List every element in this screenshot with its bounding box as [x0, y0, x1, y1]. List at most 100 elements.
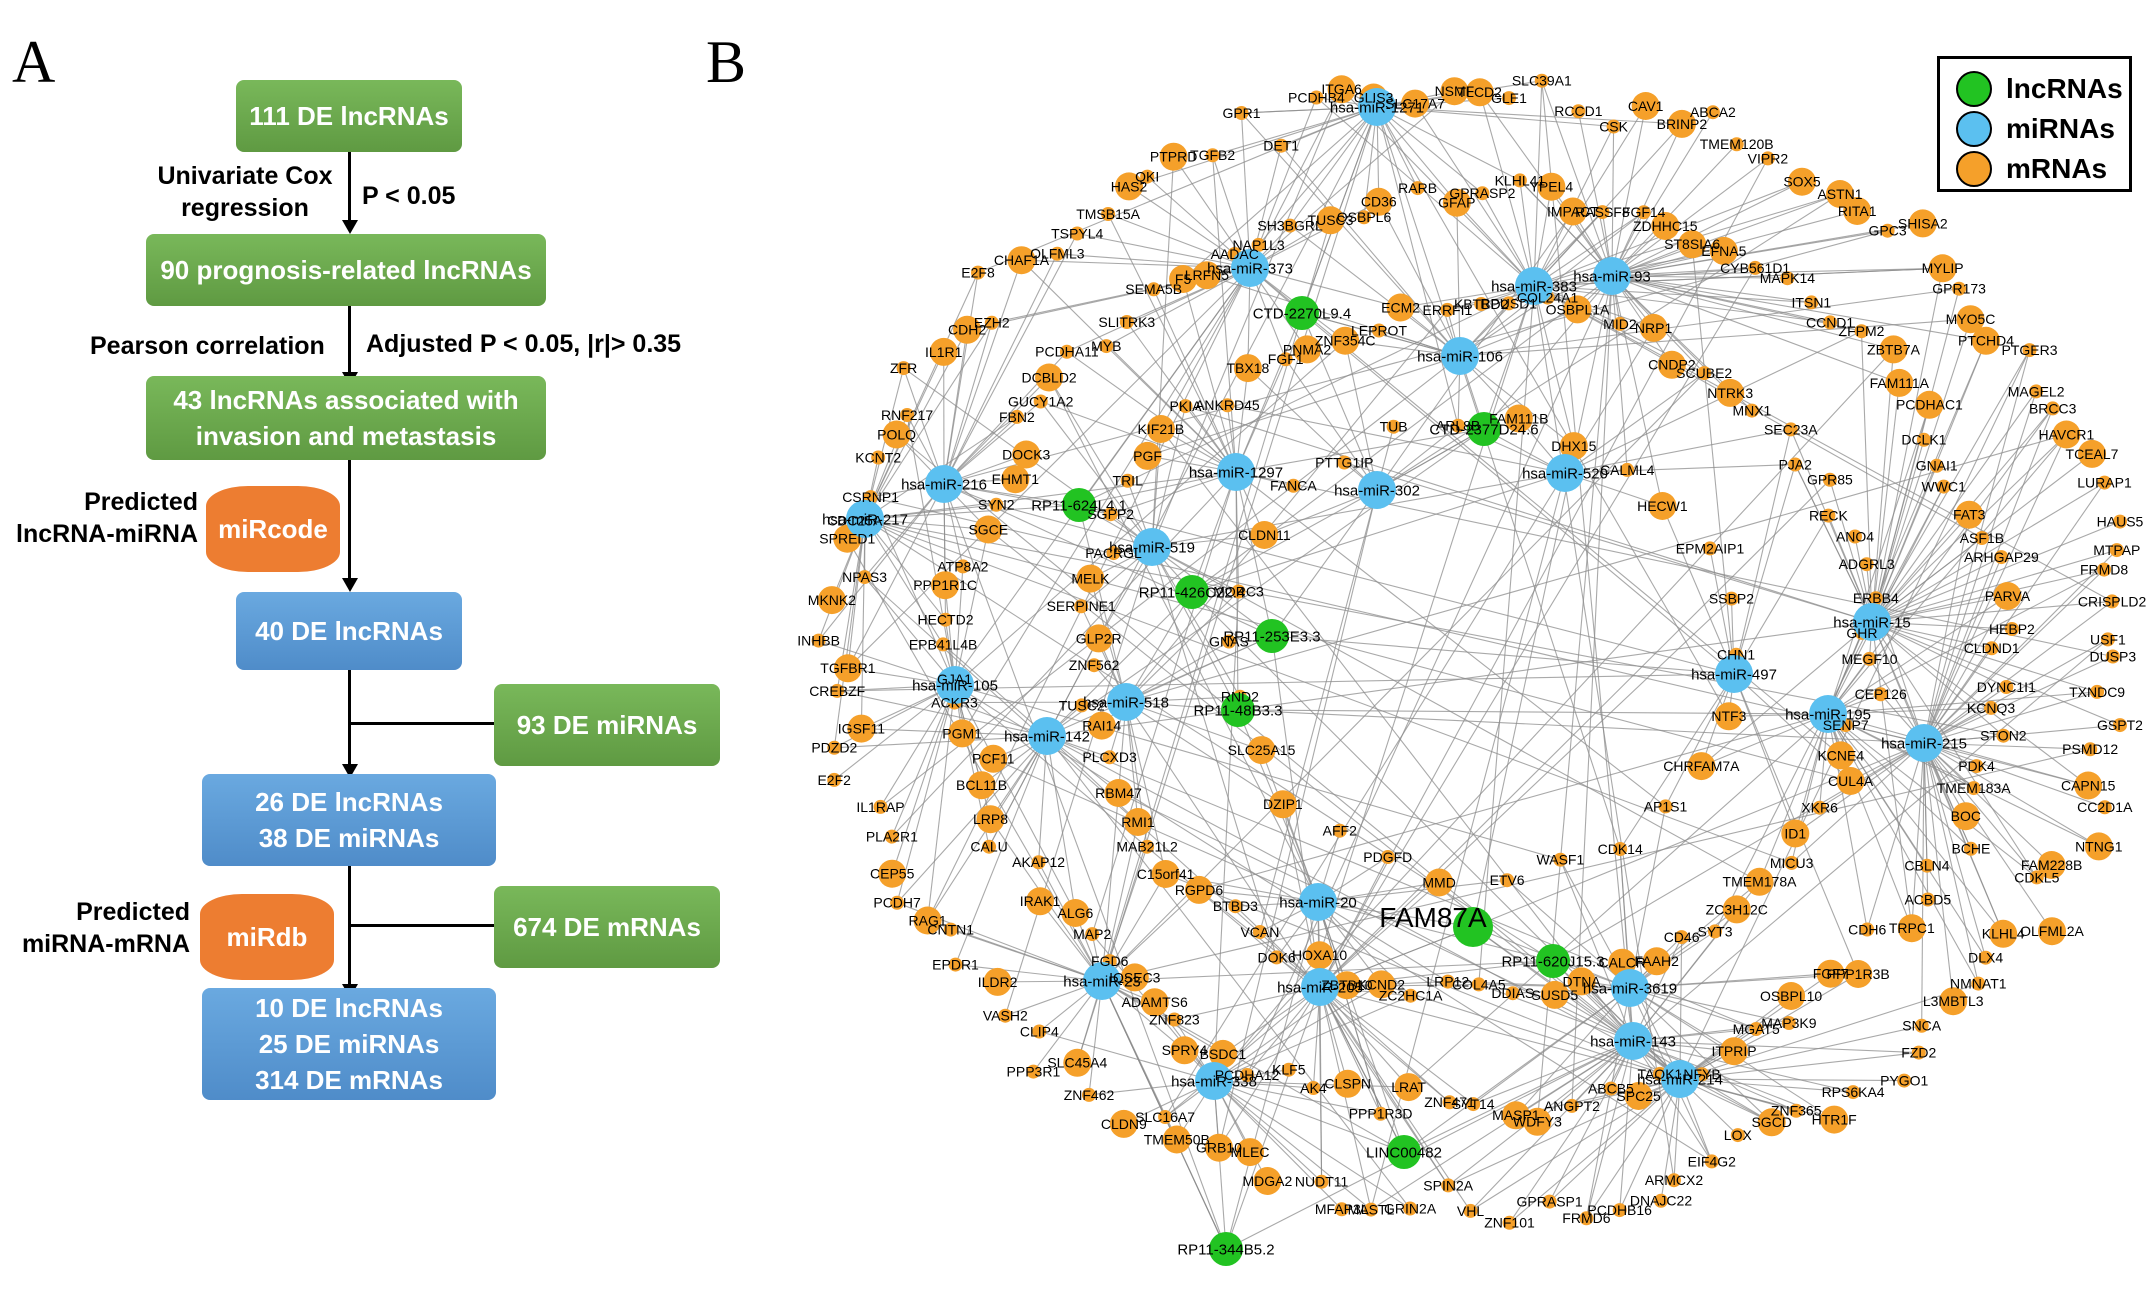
legend-label: miRNAs [2006, 113, 2115, 144]
mrna-node [871, 450, 886, 465]
network-edge [864, 483, 945, 578]
mrna-node [1971, 976, 1986, 991]
box-text-line2: 38 DE miRNAs [258, 823, 440, 853]
mrna-node [2029, 384, 2044, 399]
mrna-label: TMEM178A [1723, 874, 1798, 890]
mrna-label: ITPRIP [1711, 1043, 1756, 1059]
mrna-node [1781, 1016, 1796, 1030]
mir-label: hsa-miR-520 [1522, 465, 1608, 482]
network-edge [1213, 1080, 1381, 1115]
mrna-label: ARMCX2 [1645, 1172, 1704, 1188]
network-edge [1611, 267, 1756, 277]
mrna-label: KLF5 [1272, 1062, 1306, 1078]
mrna-label: SNCA [1902, 1018, 1942, 1034]
network-edge [1378, 201, 1461, 357]
mrna-node [1714, 702, 1743, 731]
mrna-node [1885, 368, 1914, 397]
network-edge [943, 401, 1042, 485]
mrna-node [1233, 354, 1262, 383]
network-edge [1611, 275, 1628, 470]
mrna-label: GPRASP2 [1449, 185, 1515, 201]
network-edge [1611, 250, 1724, 277]
mir-node [1715, 655, 1753, 693]
mrna-node [1920, 892, 1935, 907]
mrna-node [1816, 959, 1845, 988]
mrna-label: SLC25A15 [1228, 742, 1296, 758]
network-edge [1733, 673, 1796, 834]
mrna-node [1678, 230, 1707, 259]
mrna-label: IL1R1 [925, 344, 963, 360]
network-edge [1533, 285, 1575, 447]
mrna-node [1247, 736, 1276, 765]
network-edge [1151, 405, 1187, 548]
mrna-label: NSMF [1435, 83, 1475, 99]
network-edge [1125, 701, 1262, 751]
mrna-node [1007, 246, 1036, 275]
mrna-node [1928, 254, 1957, 283]
network-edge [1151, 546, 1273, 637]
mrna-label: DTNA [1563, 973, 1602, 989]
mrna-label: CNDP2 [1648, 357, 1696, 373]
network-edge [1829, 479, 1873, 623]
mrna-node [2100, 632, 2115, 647]
lnc-node [1285, 296, 1319, 330]
mrna-node [1603, 1081, 1618, 1096]
mir-node [1661, 1060, 1699, 1098]
mrna-label: NFYB [1683, 1066, 1720, 1082]
mircode-database-icon: miRcode [206, 486, 340, 572]
mrna-node [1104, 779, 1133, 807]
lnc-node [1255, 619, 1289, 653]
mrna-label: GLIS3 [1354, 89, 1394, 105]
mrna-node [984, 315, 999, 330]
network-edge [1213, 995, 1411, 1082]
univariate-cox-label: Univariate Cox regression [150, 160, 340, 224]
network-edge [1871, 391, 2037, 623]
network-edge [1319, 986, 1474, 1105]
mrna-node [1012, 440, 1041, 469]
mrna-node [1951, 802, 1980, 831]
mrna-label: IMPACT [1547, 203, 1599, 219]
mrna-node [1974, 531, 1989, 545]
mrna-label: GUCY1A2 [1008, 393, 1074, 409]
mir-node [1441, 337, 1479, 375]
mrna-node [847, 714, 876, 743]
mrna-node [1744, 403, 1759, 418]
mrna-label: EPB41L4B [909, 636, 978, 652]
mrna-label: MYB [1091, 338, 1121, 354]
mrna-label: AKAP12 [1012, 854, 1065, 870]
network-edge [1923, 691, 2098, 744]
network-edge [1151, 546, 1760, 883]
mir-node [936, 666, 974, 704]
mrna-label: ZC2HC1A [1379, 988, 1443, 1004]
mrna-node [1989, 919, 2018, 948]
network-edge [1611, 275, 1663, 507]
mrna-label: OLFML2A [2020, 923, 2084, 939]
mrna-label: PGF [1133, 448, 1162, 464]
mrna-node [1033, 394, 1048, 409]
mir-node [1133, 528, 1171, 566]
network-edge [1101, 889, 1200, 982]
network-edge [977, 106, 1378, 274]
mrna-label: STON2 [1980, 728, 2027, 744]
mrna-label: PPP3R1 [1007, 1064, 1061, 1080]
network-edge [1319, 856, 1389, 988]
network-edge [954, 701, 1127, 704]
network-edge [1235, 428, 1485, 473]
arrow-4-line [348, 670, 351, 766]
network-edge [1871, 621, 2007, 688]
mrna-node [1471, 977, 1486, 992]
mrna-label: IGSF11 [838, 721, 885, 737]
mrna-node [1337, 455, 1352, 470]
mrna-node [1050, 246, 1065, 261]
network-edge [1076, 106, 1378, 1063]
mrna-node [1070, 226, 1085, 241]
mrna-node [1966, 781, 1981, 796]
mrna-node [1333, 1069, 1362, 1098]
mrna-node [2022, 343, 2037, 358]
network-edge [1164, 986, 1321, 1118]
network-edge [864, 272, 979, 520]
mrna-label: SHISA2 [1898, 215, 1948, 231]
mrna-node [1063, 1048, 1092, 1077]
network-edge [1871, 514, 1970, 623]
